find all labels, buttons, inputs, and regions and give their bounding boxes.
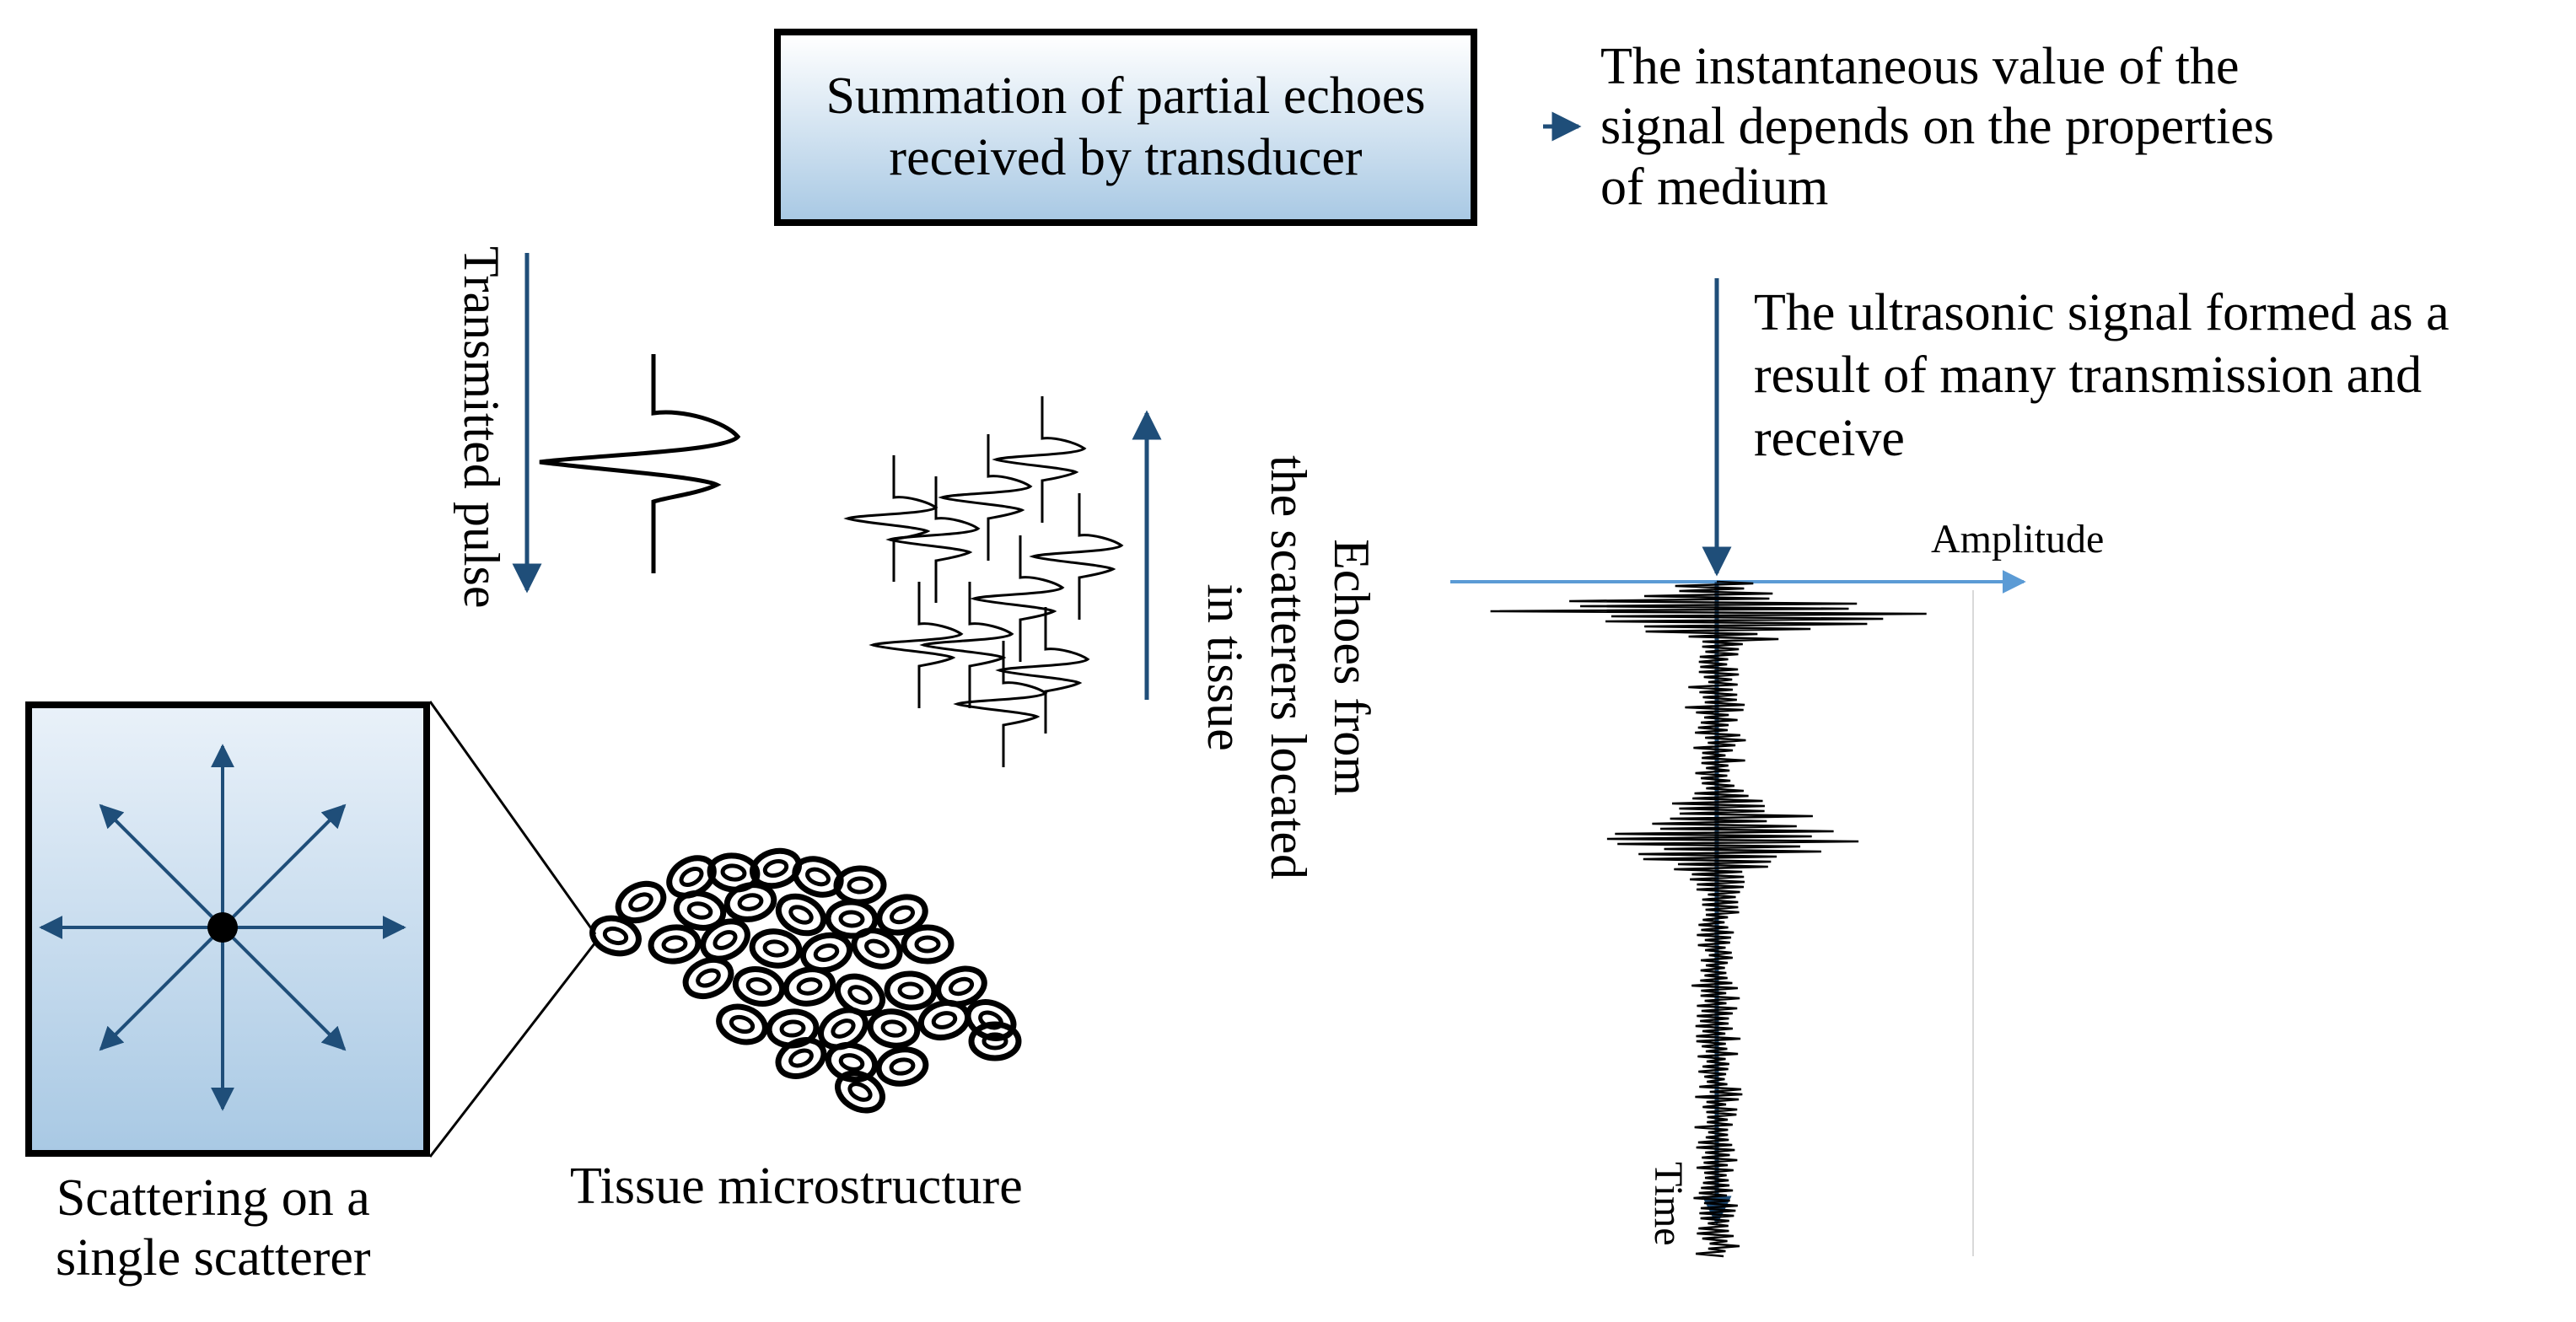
tissue-cell <box>732 966 786 1007</box>
tissue-cell <box>867 1008 921 1049</box>
tissue-cell <box>884 970 938 1011</box>
tissue-cell <box>968 1021 1022 1061</box>
ultrasonic-signal-trace <box>1490 580 1927 1258</box>
tissue-cell <box>825 1041 879 1083</box>
tissue-cell <box>775 893 827 937</box>
ultrasonic-note-line: result of many transmission and <box>1754 347 2423 405</box>
tissue-cell <box>707 852 761 893</box>
ultrasonic-note-line: The ultrasonic signal formed as a <box>1754 284 2450 341</box>
zoom-line-top <box>428 701 597 935</box>
tissue-cell <box>833 865 887 906</box>
tissue-cell <box>723 882 777 922</box>
scatter-caption-line: Scattering on a <box>56 1169 370 1227</box>
echo-waveform <box>992 396 1087 523</box>
scatter-arrow <box>99 926 224 1051</box>
echo-waveform <box>995 607 1090 734</box>
echo-waveform <box>938 434 1033 561</box>
echo-waveform <box>885 476 981 603</box>
echo-waveform <box>1029 493 1124 620</box>
tissue-cell <box>825 899 879 939</box>
scatter-arrow <box>221 803 347 929</box>
echo-waveform <box>843 455 938 582</box>
tissue-cell <box>875 1046 929 1087</box>
ultrasonic-note: The ultrasonic signal formed as a result… <box>1754 282 2450 470</box>
tissue-cell <box>589 915 642 957</box>
scatter-arrow <box>221 926 347 1051</box>
instantaneous-note: The instantaneous value of the signal de… <box>1600 37 2274 218</box>
zoom-line-bottom <box>428 942 597 1158</box>
tissue-cell <box>851 927 903 970</box>
tissue-cell <box>775 1037 827 1079</box>
ultrasonic-note-line: receive <box>1754 409 1905 467</box>
amplitude-label: Amplitude <box>1931 517 2105 562</box>
tissue-cell <box>782 966 836 1007</box>
tissue-cell <box>835 1070 885 1114</box>
tissue-caption: Tissue microstructure <box>570 1158 1023 1215</box>
scatter-arrow <box>99 803 224 929</box>
summation-box-text: Summation of partial echoes received by … <box>826 67 1426 186</box>
instantaneous-note-line: of medium <box>1600 158 1829 216</box>
echo-waveform <box>953 641 1048 767</box>
tissue-cell <box>615 880 667 924</box>
tissue-cell <box>799 932 853 974</box>
tissue-cell <box>716 1003 768 1045</box>
tissue-cell <box>700 918 750 962</box>
echo-waveforms <box>843 396 1124 767</box>
tissue-cell <box>682 956 734 1000</box>
scatterer-dot <box>207 912 238 943</box>
instantaneous-note-line: The instantaneous value of the <box>1600 38 2240 95</box>
tissue-cells <box>589 847 1022 1114</box>
scatter-caption-line: single scatterer <box>56 1229 371 1287</box>
summation-box: Summation of partial echoes received by … <box>774 29 1477 226</box>
echo-waveform <box>919 582 1014 708</box>
transmitted-pulse-waveform <box>539 354 741 573</box>
tissue-cell <box>749 928 803 969</box>
tissue-cell <box>648 924 702 965</box>
tissue-cell <box>935 965 987 1008</box>
tissue-cell <box>792 856 844 898</box>
scatter-caption: Scattering on a single scatterer <box>56 1169 371 1289</box>
echo-waveform <box>869 582 964 708</box>
tissue-cell <box>673 890 727 931</box>
scatter-arrows <box>39 744 406 1111</box>
tissue-cell <box>876 894 928 936</box>
tissue-cell <box>901 924 955 965</box>
instantaneous-note-line: signal depends on the properties <box>1600 98 2274 156</box>
